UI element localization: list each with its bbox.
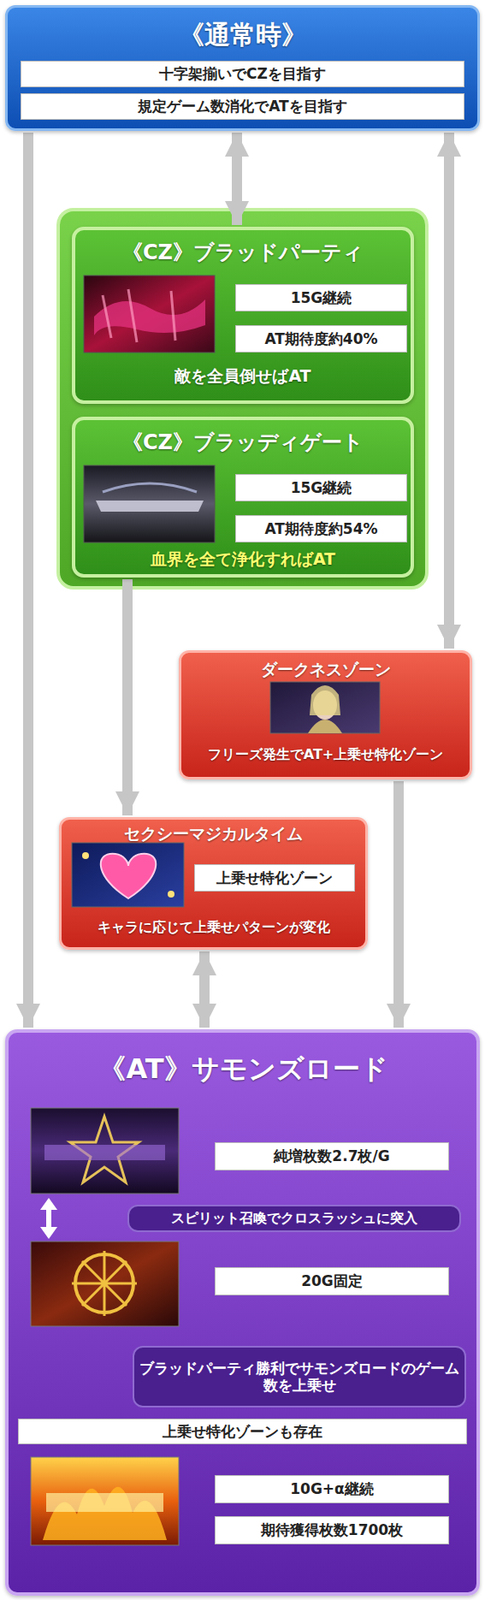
heading-area: 《通常時》 xyxy=(16,12,469,58)
node-title: 《CZ》ブラッディゲート xyxy=(117,430,369,456)
blood-party-thumbnail xyxy=(83,275,215,353)
node-text: 20G固定 xyxy=(295,1271,368,1290)
node-text: AT期待度約40% xyxy=(259,330,383,348)
cz-group-panel xyxy=(58,209,427,588)
flow-arrow xyxy=(443,132,455,649)
label-bar: AT期待度約40% xyxy=(235,325,408,353)
mega-bonus-thumbnail xyxy=(30,1456,179,1545)
node-title: 《AT》サモンズロード xyxy=(93,1052,393,1085)
caption-area: 血界を全て浄化すればAT xyxy=(82,544,404,573)
node-text: ブラッドパーティ勝利でサモンズロードのゲーム数を上乗せ xyxy=(134,1359,465,1395)
caption-area: フリーズ発生でAT+上乗せ特化ゾーン xyxy=(186,738,465,771)
label-bar: 上乗せ特化ゾーンも存在 xyxy=(17,1418,468,1444)
node-title: 《CZ》ブラッドパーティ xyxy=(117,240,369,266)
heading-area: セクシーマジカルタイム xyxy=(66,821,361,846)
label-bar: 規定ゲーム数消化でATを目指す xyxy=(20,93,465,120)
node-text: 15G継続 xyxy=(285,289,358,307)
label-bar: ブラッドパーティ勝利でサモンズロードのゲーム数を上乗せ xyxy=(132,1345,467,1408)
caption-area: 敵を全員倒せばAT xyxy=(82,358,404,393)
node-text: AT期待度約54% xyxy=(259,520,383,538)
cz-box: 《CZ》ブラッドパーティ 15G継続 AT期待度約40% 敵を全員倒せばAT xyxy=(71,226,415,404)
node-text: 純増枚数2.7枚/G xyxy=(268,1147,395,1165)
heading-area: ダークネスゾーン xyxy=(186,656,465,682)
flow-arrow xyxy=(23,132,34,1028)
bloody-gate-thumbnail xyxy=(83,465,215,543)
node-text: 敵を全員倒せばAT xyxy=(169,366,316,386)
node-text: 十字架揃いでCZを目指す xyxy=(153,65,332,83)
summons-rush-switch-arrow xyxy=(40,1197,58,1239)
cz-box: 《CZ》ブラッディゲート 15G継続 AT期待度約54% 血界を全て浄化すればAT xyxy=(71,416,415,578)
label-bar: 10G+α継続 xyxy=(214,1474,450,1503)
flow-arrow xyxy=(393,780,404,1028)
node-text: キャラに応じて上乗せパターンが変化 xyxy=(92,918,336,935)
label-bar: 15G継続 xyxy=(235,283,408,312)
node-text: 15G継続 xyxy=(285,479,358,497)
label-bar: 15G継続 xyxy=(235,473,408,502)
node-title: 《通常時》 xyxy=(173,19,313,51)
caption-area: キャラに応じて上乗せパターンが変化 xyxy=(66,911,361,943)
label-bar: スピリット召喚でクロスラッシュに突入 xyxy=(127,1204,462,1232)
normal-state-box: 《通常時》十字架揃いでCZを目指す規定ゲーム数消化でATを目指す xyxy=(5,5,480,131)
node-text: 上乗せ特化ゾーン xyxy=(211,869,338,887)
node-title: ダークネスゾーン xyxy=(255,659,397,680)
flow-arrow xyxy=(231,132,243,225)
node-text: スピリット召喚でクロスラッシュに突入 xyxy=(165,1209,423,1226)
node-text: 血界を全て浄化すればAT xyxy=(145,549,341,569)
label-bar: 期待獲得枚数1700枚 xyxy=(214,1515,450,1544)
heading-area: 《CZ》ブラッドパーティ xyxy=(82,235,404,270)
label-bar: AT期待度約54% xyxy=(235,514,408,543)
node-text: フリーズ発生でAT+上乗せ特化ゾーン xyxy=(202,745,449,763)
node-text: 規定ゲーム数消化でATを目指す xyxy=(132,97,352,115)
label-bar: 純増枚数2.7枚/G xyxy=(214,1141,450,1171)
heading-area: 《CZ》ブラッディゲート xyxy=(82,425,404,460)
at-box: 《AT》サモンズロード純増枚数2.7枚/G スピリット召喚でクロスラッシュに突入 2… xyxy=(5,1029,480,1596)
zone-box: ダークネスゾーンフリーズ発生でAT+上乗せ特化ゾーン xyxy=(178,650,473,780)
flow-arrow xyxy=(122,579,133,816)
node-text: 期待獲得枚数1700枚 xyxy=(255,1520,409,1538)
sexy-magical-time-thumbnail xyxy=(71,842,184,907)
node-text: 上乗せ特化ゾーンも存在 xyxy=(157,1422,328,1440)
node-title: セクシーマジカルタイム xyxy=(118,823,308,844)
label-bar: 上乗せ特化ゾーン xyxy=(194,863,355,892)
zone-box: セクシーマジカルタイム上乗せ特化ゾーンキャラに応じて上乗せパターンが変化 xyxy=(59,816,368,950)
node-text: 10G+α継続 xyxy=(284,1479,379,1497)
cross-rush-thumbnail xyxy=(30,1241,179,1326)
heading-area: 《AT》サモンズロード xyxy=(17,1044,470,1093)
flow-arrow xyxy=(199,951,210,1028)
summons-road-thumbnail xyxy=(30,1107,179,1194)
label-bar: 十字架揃いでCZを目指す xyxy=(20,60,465,88)
label-bar: 20G固定 xyxy=(214,1266,450,1296)
darkness-zone-thumbnail xyxy=(270,681,380,734)
